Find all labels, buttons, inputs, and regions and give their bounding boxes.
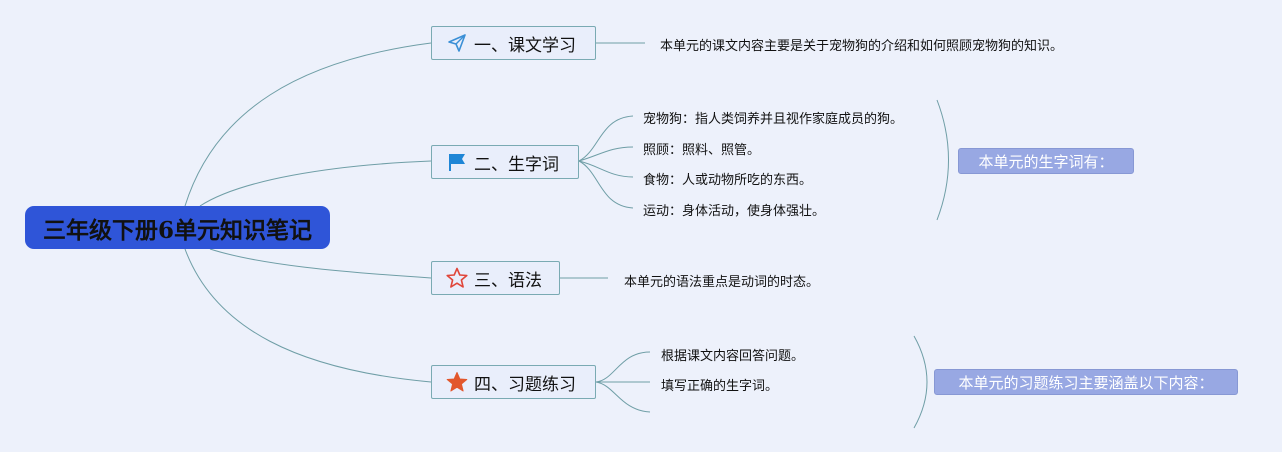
branch-topic-2[interactable]: 二、生字词 — [431, 145, 579, 179]
star-filled-icon — [446, 371, 468, 393]
connector-branch-2-detail-3 — [578, 160, 634, 178]
connector-root-branch-1 — [184, 42, 432, 207]
branch-4-detail-1: 根据课文内容回答问题。 — [661, 349, 805, 364]
summary-bracket-2 — [936, 99, 949, 221]
branch-2-summary-label: 本单元的生字词有： — [978, 152, 1114, 171]
branch-4-summary-label: 本单元的习题练习主要涵盖以下内容： — [958, 373, 1214, 392]
root-topic[interactable]: 三年级下册6单元知识笔记 — [25, 206, 330, 249]
branch-topic-4[interactable]: 四、习题练习 — [431, 365, 596, 399]
connector-branch-2-detail-4 — [578, 160, 634, 209]
root-title: 三年级下册6单元知识笔记 — [42, 216, 312, 244]
connector-root-branch-4 — [184, 248, 432, 383]
branch-2-detail-4: 运动：身体活动，使身体强壮。 — [643, 204, 826, 219]
paper-plane-icon — [446, 32, 468, 54]
branch-1-detail-1: 本单元的课文内容主要是关于宠物狗的介绍和如何照顾宠物狗的知识。 — [660, 39, 1064, 54]
connector-branch-4-detail-3 — [595, 381, 651, 413]
branch-topic-1[interactable]: 一、课文学习 — [431, 26, 596, 60]
branch-3-detail-1: 本单元的语法重点是动词的时态。 — [624, 275, 820, 290]
branch-label-4: 四、习题练习 — [474, 374, 576, 395]
branch-2-detail-2: 照顾：照料、照管。 — [643, 143, 761, 158]
branch-2-detail-1: 宠物狗：指人类饲养并且视作家庭成员的狗。 — [643, 112, 904, 127]
branch-2-detail-3: 食物：人或动物所吃的东西。 — [643, 173, 813, 188]
branch-4-summary[interactable]: 本单元的习题练习主要涵盖以下内容： — [934, 369, 1238, 395]
connector-branch-4-detail-1 — [595, 351, 651, 383]
branch-topic-3[interactable]: 三、语法 — [431, 261, 560, 295]
branch-4-detail-2: 填写正确的生字词。 — [661, 379, 779, 394]
branch-label-1: 一、课文学习 — [474, 35, 576, 56]
connector-branch-2-detail-1 — [578, 115, 634, 162]
branch-label-3: 三、语法 — [474, 270, 542, 291]
summary-bracket-4 — [913, 335, 928, 429]
branch-label-2: 二、生字词 — [474, 154, 559, 175]
connector-root-branch-2 — [199, 160, 432, 207]
star-outline-icon — [446, 267, 468, 289]
connector-branch-2-detail-2 — [578, 146, 634, 162]
flag-icon — [446, 151, 468, 173]
connector-root-branch-3 — [209, 248, 432, 279]
branch-2-summary[interactable]: 本单元的生字词有： — [958, 148, 1134, 174]
